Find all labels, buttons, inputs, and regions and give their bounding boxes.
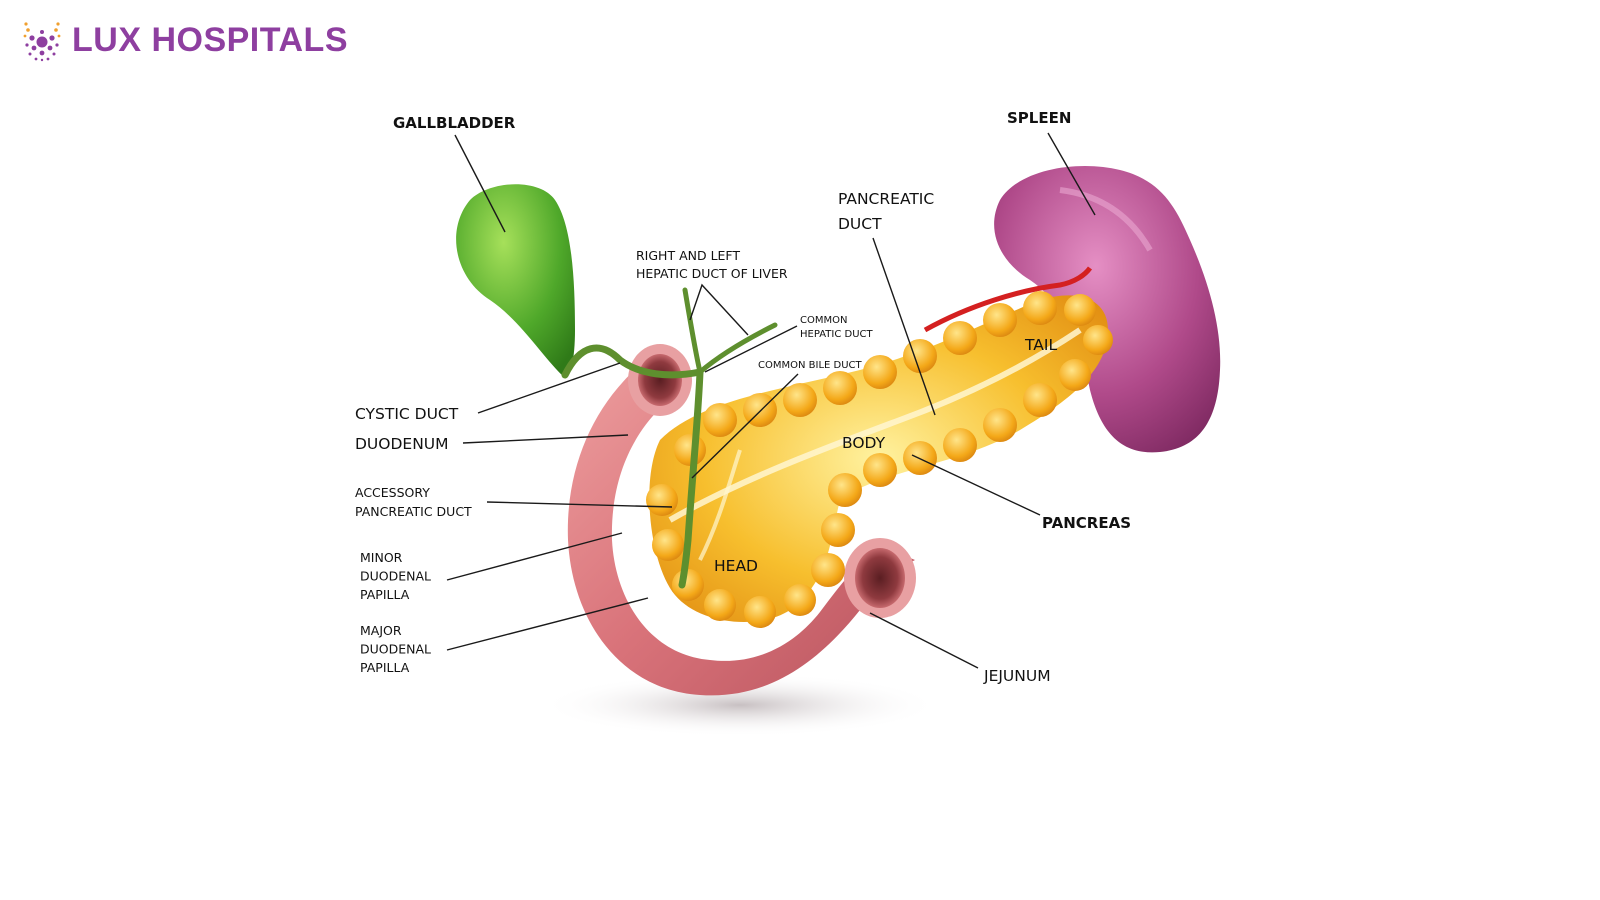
label-common-bile-duct: COMMON BILE DUCT	[758, 360, 863, 371]
brand-logo: LUX HOSPITALS	[22, 18, 348, 62]
leader-lines	[446, 132, 1096, 669]
label-major-duodenal-papilla: MAJOR DUODENAL PAPILLA	[360, 623, 435, 675]
brand-name: LUX HOSPITALS	[72, 20, 348, 59]
label-head: HEAD	[714, 557, 758, 575]
pancreas	[646, 291, 1113, 628]
label-gallbladder: GALLBLADDER	[393, 114, 516, 132]
lux-hospitals-dots-icon	[23, 22, 61, 62]
gallbladder	[456, 184, 575, 379]
label-tail: TAIL	[1024, 336, 1057, 354]
duodenum	[567, 344, 916, 696]
label-pancreatic-duct: PANCREATIC DUCT	[838, 190, 939, 233]
label-spleen: SPLEEN	[1007, 109, 1071, 127]
splenic-artery	[923, 266, 1093, 333]
label-duodenum: DUODENUM	[355, 435, 449, 453]
spleen	[994, 165, 1221, 453]
label-jejunum: JEJUNUM	[983, 667, 1051, 685]
label-minor-duodenal-papilla: MINOR DUODENAL PAPILLA	[360, 550, 435, 602]
label-hepatic-duct: RIGHT AND LEFT HEPATIC DUCT OF LIVER	[636, 248, 788, 281]
label-body: BODY	[842, 434, 886, 452]
label-accessory-pancreatic-duct: ACCESSORY PANCREATIC DUCT	[355, 485, 472, 519]
label-cystic-duct: CYSTIC DUCT	[355, 405, 459, 423]
label-pancreas: PANCREAS	[1042, 514, 1131, 532]
ground-shadow	[540, 673, 940, 737]
label-common-hepatic-duct: COMMON HEPATIC DUCT	[800, 315, 874, 340]
bile-ducts	[561, 287, 778, 589]
